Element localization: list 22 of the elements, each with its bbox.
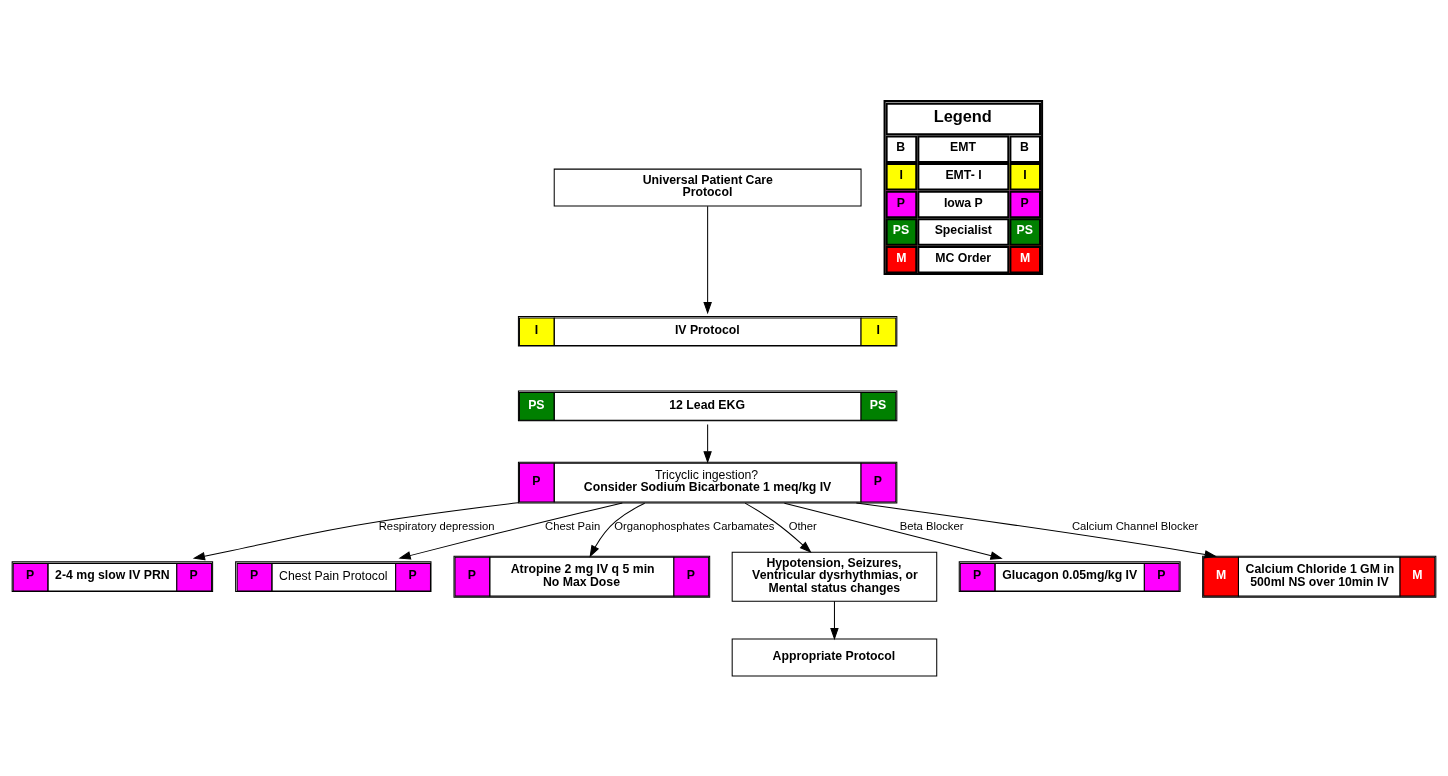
legend-label: EMT — [950, 140, 976, 155]
edge-label: Other — [788, 520, 817, 533]
edge-label: Organophosphates Carbamates — [614, 520, 775, 533]
edge-label: Calcium Channel Blocker — [1072, 520, 1199, 533]
legend-label: MC Order — [935, 250, 992, 265]
edge-label: Chest Pain — [545, 520, 601, 533]
legend-label: EMT- I — [945, 167, 982, 182]
legend-label: Specialist — [934, 223, 992, 238]
label: P — [896, 195, 906, 210]
edge-label: Beta Blocker — [899, 520, 964, 533]
label: I — [899, 167, 903, 182]
legend-label: Iowa P — [943, 195, 983, 210]
label: M — [896, 250, 907, 265]
label: P — [1020, 195, 1029, 210]
label: B — [1020, 140, 1029, 155]
label: PS — [1016, 223, 1033, 238]
label: M — [1020, 250, 1031, 265]
label: Legend — [933, 106, 992, 125]
label: B — [896, 140, 906, 155]
label: PS — [892, 223, 910, 238]
label: I — [1023, 167, 1027, 182]
edge-label: Respiratory depression — [378, 520, 495, 533]
